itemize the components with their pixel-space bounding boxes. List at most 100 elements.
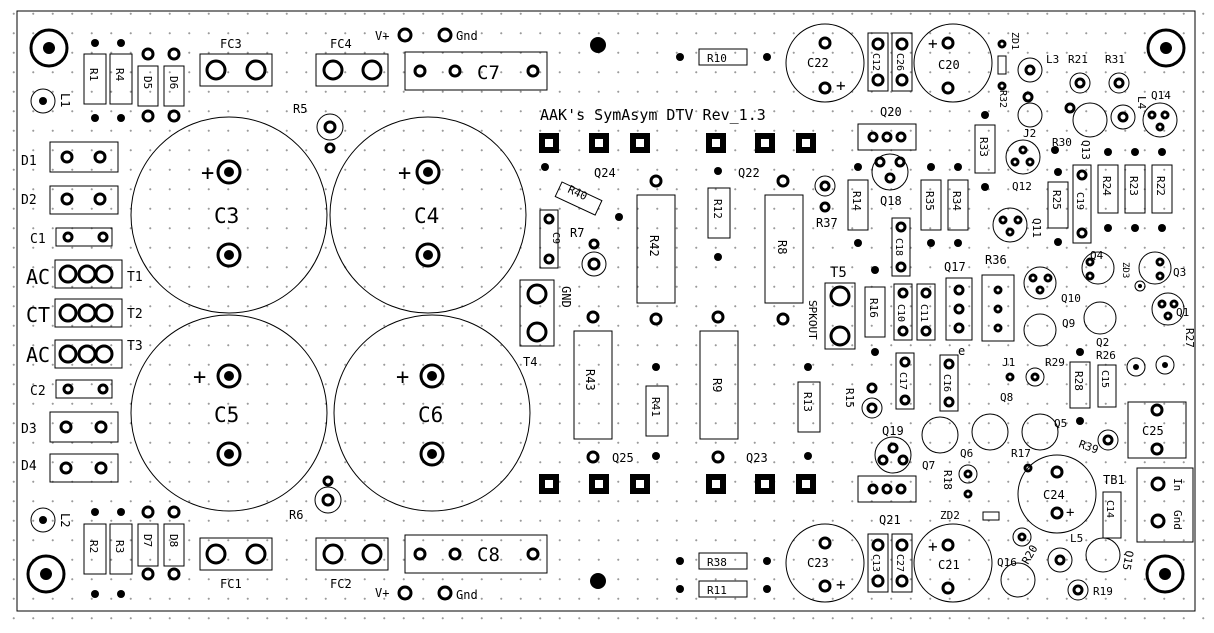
connector-J2: J2 [1017,102,1043,140]
label-C16: C16 [941,374,952,392]
label-CT: CT [26,303,50,327]
label-C2: C2 [30,384,46,399]
label-C14: C14 [1104,500,1115,518]
label-C27: C27 [894,554,905,572]
transistor-Q6: Q6 [958,447,978,484]
label-Q19: Q19 [882,424,904,438]
resistor-R12: R12 [707,167,731,261]
label-D7: D7 [141,534,154,547]
capacitor-C10-C11: C10 C11 [893,283,936,341]
capacitor-C15: C15 [1097,364,1117,408]
fuse-clip-FC1: FC1 [199,537,273,591]
label-Q21: Q21 [879,513,901,527]
transistor-Q12: Q12 [1005,139,1041,193]
capacitor-C23: C23 + [785,523,865,603]
label-Q12: Q12 [1012,180,1032,193]
label-C11: C11 [918,304,929,322]
resistor-R29: R29 [1025,356,1065,387]
label-FC3: FC3 [220,37,242,51]
transistor-Q17: Q17 [944,260,973,341]
label-Q3: Q3 [1173,266,1186,279]
connector-J1: J1 [1002,356,1015,382]
label-D4: D4 [21,459,37,474]
resistor-R36: R36 [981,253,1015,342]
resistor-R10: R10 [676,48,771,66]
transistor-Q8: Q8 [971,391,1013,451]
label-ZD2: ZD2 [940,509,960,522]
transistor-Q2: Q2 [1083,301,1117,349]
label-R1: R1 [87,68,100,81]
polarity-plus: + [836,76,846,95]
capacitor-C17: C17 [895,352,915,410]
label-R11: R11 [707,584,727,597]
label-C18: C18 [893,238,904,256]
transistor-Q16: Q16 [997,527,1036,598]
resistor-R31: R31 [1105,53,1130,94]
label-C24: C24 [1043,488,1065,502]
label-C3: C3 [214,204,239,228]
label-Q24: Q24 [594,166,616,180]
label-C17: C17 [897,372,908,390]
resistor-R33: R33 [974,111,996,191]
transistor-Q7: Q7 [921,416,959,472]
label-TB1: TB1 [1103,473,1125,487]
label-T3: T3 [127,339,143,354]
label-T2: T2 [127,307,143,322]
label-L1: L1 [58,93,72,107]
capacitor-C2: C2 [30,379,113,399]
capacitor-C4: + C4 [329,116,527,314]
label-R35: R35 [923,191,936,211]
resistor-R37: R37 [814,175,838,230]
label-Q10: Q10 [1061,292,1081,305]
transistor-Q1: Q1 [1151,292,1189,326]
transistor-Q21: Q21 [857,475,917,527]
resistor-R25: R25 [1047,168,1069,246]
label-C26: C26 [894,53,905,71]
label-C12: C12 [870,53,881,71]
capacitor-C7: C7 [404,51,548,91]
label-R21: R21 [1068,53,1088,66]
label-Q11: Q11 [1030,218,1043,238]
label-D2: D2 [21,193,37,208]
resistor-R43: R43 [573,310,613,464]
label-C15: C15 [1099,370,1110,388]
polarity-plus: + [396,365,409,390]
label-Q13: Q13 [1079,140,1092,160]
label-R39: R39 [1077,438,1100,457]
label-Q1: Q1 [1176,306,1189,319]
resistor-R28: R28 [1069,348,1091,425]
label-R18: R18 [941,470,954,490]
capacitor-C24: C24 + [1017,454,1097,534]
resistor-R24-R23-R22: R24 R23 R22 [1097,148,1173,232]
label-R5: R5 [293,102,307,116]
label-R23: R23 [1127,176,1140,196]
label-C5: C5 [214,403,239,427]
label-D5: D5 [141,76,154,89]
resistor-R16: R16 [864,266,886,356]
diode-D3-D4: D3 D4 [21,411,119,483]
label-Q25: Q25 [612,451,634,465]
capacitor-C20: + C20 [913,23,993,103]
label-gnd-bottom: Gnd [456,588,478,602]
zener-ZD3: ZD3 [1120,262,1146,292]
capacitor-C8: C8 [404,534,548,574]
resistor-R2-R3: R2 R3 [83,508,133,598]
label-Q14: Q14 [1151,89,1171,102]
inductor-L3: L3 [1017,53,1059,83]
resistor-R35-R34: R35 R34 [920,163,969,247]
label-vplus-bottom: V+ [375,586,389,600]
resistor-R19: R19 [1067,579,1113,601]
label-L4: L4 [1135,96,1148,110]
inductor-L5: L5 [1047,532,1083,573]
diode-D7-D8: D7 D8 [137,505,185,581]
output-transistor-pads-top [539,133,816,153]
inductor-L4: L4 [1110,96,1148,130]
transistor-Q14: Q14 [1142,89,1178,138]
label-SPKOUT: SPKOUT [806,300,819,340]
label-R43: R43 [583,369,597,391]
resistor-R6: R6 [289,475,342,522]
label-R6: R6 [289,508,303,522]
label-FC4: FC4 [330,37,352,51]
label-C4: C4 [414,204,439,228]
